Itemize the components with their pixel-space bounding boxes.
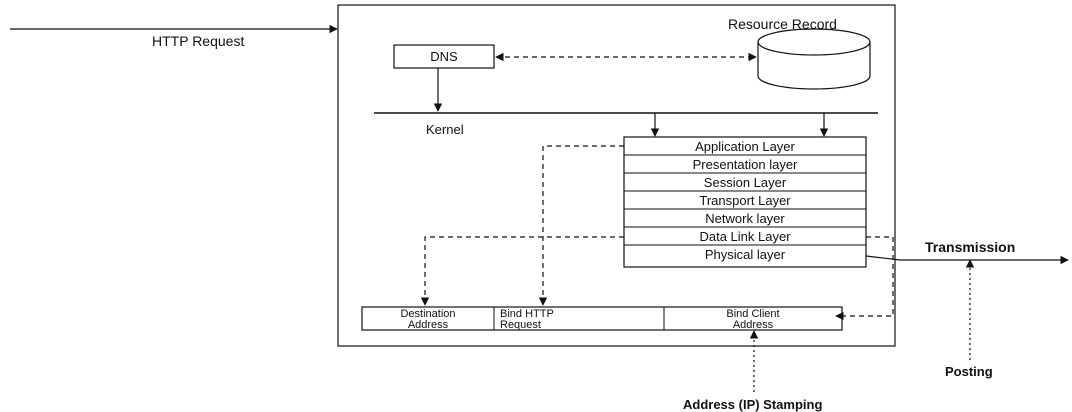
osi-layer-application: Application Layer <box>695 139 795 154</box>
datalink-to-destination-arrow <box>420 236 624 306</box>
bind-http-request-box: Bind HTTP Request <box>500 309 554 331</box>
destination-address-line2: Address <box>407 319 449 331</box>
osi-layer-presentation: Presentation layer <box>692 157 798 172</box>
http-request-label: HTTP Request <box>152 33 245 49</box>
destination-address-box: Destination Address <box>362 309 494 331</box>
transmission-label: Transmission <box>925 239 1016 255</box>
app-to-bind-http-arrow <box>538 145 624 306</box>
dns-label: DNS <box>430 49 458 64</box>
dns-box <box>393 44 495 69</box>
bind-client-address-line2: Address <box>732 319 774 331</box>
bind-client-address-line1: Bind Client <box>726 308 780 320</box>
datalink-to-bind-client-arrow <box>835 236 894 321</box>
resource-record-label: Resource Record <box>728 16 837 32</box>
bind-http-request-line2: Request <box>500 319 541 331</box>
resource-record-database-icon <box>757 28 871 90</box>
posting-label: Posting <box>945 364 993 379</box>
osi-layer-network: Network layer <box>705 211 785 226</box>
transmission-arrow <box>865 255 1069 265</box>
osi-layer-transport: Transport Layer <box>699 193 791 208</box>
system-frame <box>337 4 896 347</box>
address-stamping-label: Address (IP) Stamping <box>683 397 823 412</box>
osi-layer-session: Session Layer <box>703 175 787 190</box>
bind-http-request-line1: Bind HTTP <box>500 308 554 320</box>
osi-layer-data-link: Data Link Layer <box>699 229 791 244</box>
bind-client-address-box: Bind Client Address <box>664 309 842 331</box>
osi-stack <box>623 136 867 268</box>
destination-address-line1: Destination <box>400 308 456 320</box>
kernel-label: Kernel <box>426 122 464 137</box>
osi-layer-physical: Physical layer <box>704 247 786 262</box>
bottom-box-row <box>361 306 843 331</box>
